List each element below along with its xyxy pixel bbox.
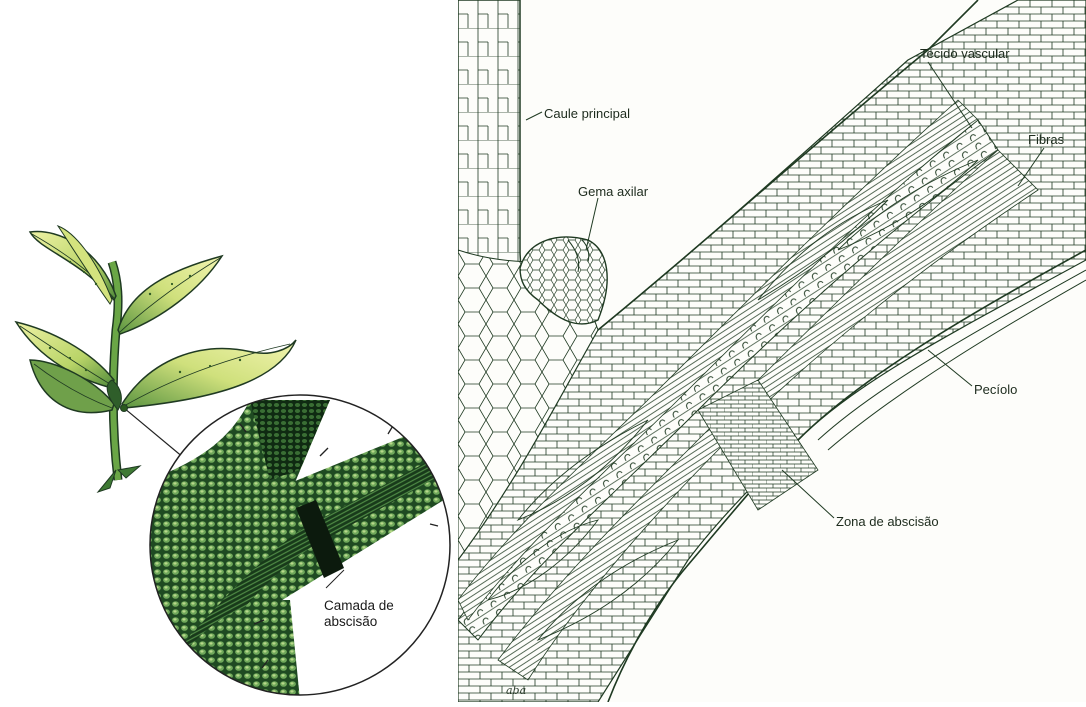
plant-illustration — [0, 0, 458, 702]
label-gema-axilar: Gema axilar — [578, 184, 648, 199]
abscission-layer-label-line1: Camada de — [324, 598, 394, 614]
abscission-layer-label-line2: abscisão — [324, 614, 394, 630]
cross-section-panel: Caule principal Gema axilar Tecido vascu… — [458, 0, 1086, 702]
leaf-upper-right — [118, 256, 222, 334]
label-tecido-vascular: Tecido vascular — [920, 46, 1010, 61]
label-fibras: Fibras — [1028, 132, 1064, 147]
node-marker — [121, 405, 128, 412]
label-zona-de-abscisao: Zona de abscisão — [836, 514, 939, 529]
plant-illustration-panel: Camada de abscisão — [0, 0, 458, 702]
label-caule-principal: Caule principal — [544, 106, 630, 121]
artist-signature: aba — [506, 684, 526, 697]
abscission-layer-label: Camada de abscisão — [324, 598, 394, 630]
label-peciolo: Pecíolo — [974, 382, 1017, 397]
